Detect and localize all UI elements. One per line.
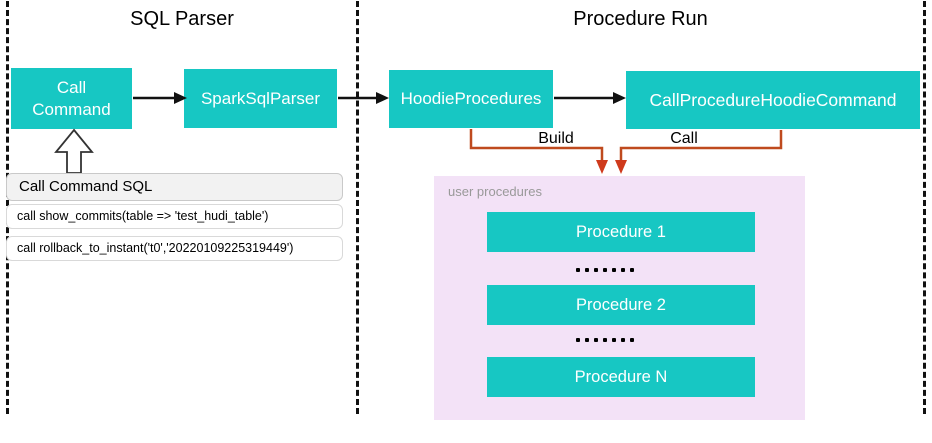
user-procedures-panel: user procedures Procedure 1 Procedure 2 … (434, 176, 805, 420)
build-edge-label: Build (538, 130, 574, 147)
call-edge-label: Call (670, 130, 698, 147)
hollow-up-arrow (54, 128, 94, 174)
hoodie-procedures-node: HoodieProcedures (389, 70, 553, 128)
call-command-node: Call Command (11, 68, 132, 129)
ellipsis-dots (576, 268, 634, 273)
procedure-2-node: Procedure 2 (487, 285, 755, 325)
procedure-1-node: Procedure 1 (487, 212, 755, 252)
arrow-callcommand-to-sparksqlparser (133, 92, 187, 104)
user-procedures-label: user procedures (448, 184, 542, 199)
ellipsis-dots (576, 338, 634, 343)
right-dashed-border (923, 1, 926, 414)
sql-panel-header: Call Command SQL (6, 173, 343, 201)
arrow-sparksqlparser-to-hoodieprocedures (338, 92, 389, 104)
sql-statement-row: call show_commits(table => 'test_hudi_ta… (6, 204, 343, 229)
arrow-hoodieprocedures-to-callprocedure (554, 92, 626, 104)
call-command-label-line1: Call (56, 77, 87, 97)
call-procedure-hoodie-command-node: CallProcedureHoodieCommand (626, 71, 920, 129)
procedure-run-section-title: Procedure Run (573, 8, 708, 30)
sql-parser-section-title: SQL Parser (130, 8, 234, 30)
spark-sql-parser-node: SparkSqlParser (184, 69, 337, 128)
middle-dashed-divider (356, 1, 359, 414)
sql-statement-row: call rollback_to_instant('t0','202201092… (6, 236, 343, 261)
procedure-n-node: Procedure N (487, 357, 755, 397)
call-command-label-line2: Command (32, 99, 111, 119)
